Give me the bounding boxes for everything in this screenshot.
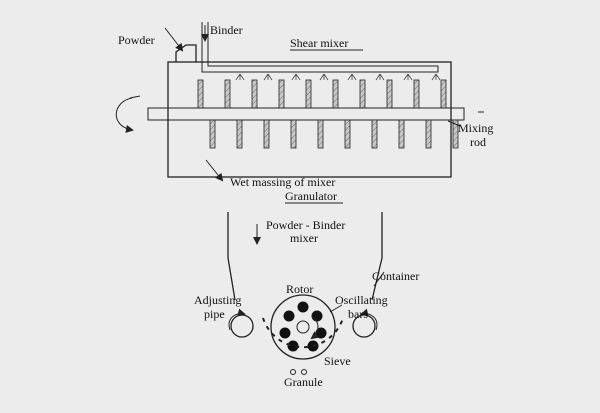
- label-container: Container: [372, 269, 419, 283]
- oscillating-pointer: [329, 304, 343, 313]
- hopper-left-wall: [227, 212, 236, 301]
- mixer-paddle-upper: [197, 79, 204, 109]
- rotor-hole: [311, 310, 323, 322]
- rotor-hole: [283, 310, 295, 322]
- label-pipe: pipe: [204, 307, 225, 321]
- wet-massing-arrow-icon: [205, 159, 224, 182]
- rotation-arrow-tail: [129, 95, 141, 99]
- powder-inlet: [175, 44, 197, 62]
- label-powder: Powder: [118, 33, 155, 47]
- mixer-paddle-upper: [332, 79, 339, 109]
- label-powder-binder: Powder - Binder: [266, 218, 345, 232]
- spray-line: [319, 73, 325, 81]
- label-bars: bars: [348, 307, 368, 321]
- spray-line: [291, 73, 297, 81]
- binder-spray-nozzles: [235, 73, 441, 81]
- mixer-paddle-upper: [278, 79, 285, 109]
- spray-line: [267, 73, 273, 81]
- rotor-hole: [297, 301, 309, 313]
- spray-line: [235, 73, 241, 81]
- spray-line: [295, 73, 301, 81]
- rotor-rotation-arrow-icon: [310, 315, 320, 340]
- label-rotor: Rotor: [286, 282, 313, 296]
- mixing-rod-pointer: [447, 120, 461, 127]
- spray-line: [375, 73, 381, 81]
- label-oscillating: Oscillating: [335, 293, 388, 307]
- rotor-hole: [287, 340, 299, 352]
- label-binder: Binder: [210, 23, 243, 37]
- mixing-rod: [147, 107, 465, 121]
- mixer-paddle-lower: [371, 119, 378, 149]
- spray-line: [263, 73, 269, 81]
- mixer-paddle-lower: [398, 119, 405, 149]
- label-adjusting: Adjusting: [194, 293, 241, 307]
- mixer-paddle-lower: [236, 119, 243, 149]
- spray-line: [403, 73, 409, 81]
- shear-mixer: [115, 22, 484, 178]
- mixer-paddle-lower: [452, 119, 459, 149]
- mixer-paddle-lower: [290, 119, 297, 149]
- label-sieve: Sieve: [324, 354, 351, 368]
- mixer-paddle-lower: [344, 119, 351, 149]
- mixer-paddle-lower: [317, 119, 324, 149]
- granulator: [227, 212, 383, 375]
- mixer-paddle-lower: [263, 119, 270, 149]
- mixer-paddle-lower: [425, 119, 432, 149]
- mixer-paddle-upper: [305, 79, 312, 109]
- spray-line: [435, 73, 441, 81]
- mixer-paddle-upper: [440, 79, 447, 109]
- binder-pipe: [201, 22, 439, 73]
- label-mixing: Mixing: [458, 121, 493, 135]
- hopper-right-wall: [371, 212, 383, 301]
- mixer-paddle-upper: [413, 79, 420, 109]
- label-shear-mixer: Shear mixer: [290, 36, 348, 50]
- rotor-hub: [296, 320, 310, 334]
- spray-line: [347, 73, 353, 81]
- label-mixer: mixer: [290, 231, 318, 245]
- mixer-paddle-upper: [251, 79, 258, 109]
- spray-line: [351, 73, 357, 81]
- rotor-hole: [315, 327, 327, 339]
- label-granule: Granule: [284, 375, 323, 389]
- mixer-paddle-lower: [209, 119, 216, 149]
- spray-line: [239, 73, 245, 81]
- mixer-paddle-upper: [359, 79, 366, 109]
- right-pipe-arrow-icon: [360, 308, 378, 331]
- mixer-paddle-upper: [224, 79, 231, 109]
- granule-1: [290, 369, 296, 375]
- rotor: [270, 294, 336, 360]
- container-pointer: [373, 271, 385, 287]
- label-granulator: Granulator: [285, 189, 337, 203]
- label-wet-massing: Wet massing of mixer: [230, 175, 335, 189]
- left-pipe-arrow-icon: [228, 308, 246, 331]
- rotor-hole: [307, 340, 319, 352]
- rotation-arrow-icon: [115, 97, 134, 133]
- sieve: [262, 317, 344, 349]
- spray-line: [379, 73, 385, 81]
- label-rod: rod: [470, 135, 486, 149]
- spray-line: [407, 73, 413, 81]
- rotor-hole: [279, 327, 291, 339]
- spray-line: [323, 73, 329, 81]
- mixer-paddle-upper: [386, 79, 393, 109]
- spray-line: [431, 73, 437, 81]
- granule-2: [301, 369, 307, 375]
- mixer-paddles: [197, 79, 459, 149]
- adjusting-pipe-left: [230, 314, 254, 338]
- powder-arrow-icon: [164, 27, 184, 52]
- rotor-holes: [279, 301, 327, 352]
